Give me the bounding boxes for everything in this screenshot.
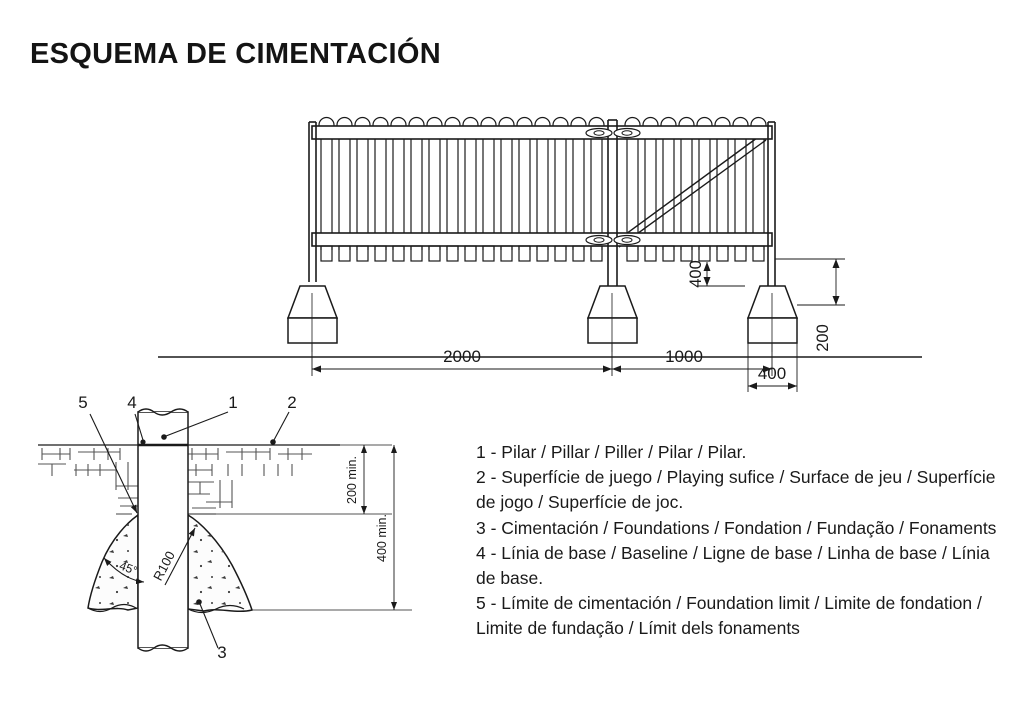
callout-3: 3 [196, 599, 227, 662]
dimension-base-200: 200 [775, 258, 845, 352]
footing-center [586, 285, 639, 352]
dimension-footing-width-400: 400 [747, 343, 798, 392]
dimension-span-1000: 1000 [612, 343, 773, 376]
break-line-bottom [87, 603, 245, 614]
playing-surface-hatch [38, 444, 340, 515]
callout-label-1: 1 [228, 393, 237, 412]
bottom-rail [311, 232, 773, 247]
callout-5: 5 [78, 393, 138, 514]
callout-label-5: 5 [78, 393, 87, 412]
dimension-label-footing-width-400: 400 [758, 364, 786, 383]
legend-item-5: 5 - Límite de cimentación / Foundation l… [476, 593, 987, 639]
fence-foundation-elevation-diagram: 400 200 2000 1000 400 [158, 116, 922, 392]
dimension-label-surface-depth: 200 min. [345, 456, 359, 504]
dimension-label-depth-400: 400 [687, 260, 705, 288]
concrete-foundation-mass [87, 513, 253, 613]
dimension-label-span-1000: 1000 [665, 347, 703, 366]
callout-2: 2 [270, 393, 297, 445]
callout-label-2: 2 [287, 393, 296, 412]
footing-left [286, 285, 339, 352]
callout-label-3: 3 [217, 643, 226, 662]
callout-1: 1 [161, 393, 238, 440]
page-title: ESQUEMA DE CIMENTACIÓN [30, 38, 441, 70]
pickets-group [320, 130, 765, 250]
pillar [137, 408, 189, 652]
legend-item-2: 2 - Superfície de juego / Playing sufice… [476, 467, 1001, 513]
dimension-label-foundation-depth: 400 min. [375, 514, 389, 562]
dimension-label-base-200: 200 [814, 324, 832, 352]
hinge-top-left-icon [585, 127, 613, 139]
legend-item-4: 4 - Línia de base / Baseline / Ligne de … [476, 542, 995, 589]
angle-45-annotation: 45° [103, 557, 145, 585]
post-left [308, 121, 317, 282]
dimension-label-span-2000: 2000 [443, 347, 481, 366]
dimension-depth-400: 400 [687, 260, 745, 288]
callout-label-4: 4 [127, 393, 136, 412]
callout-4: 4 [127, 393, 146, 445]
dimension-span-2000: 2000 [311, 343, 613, 376]
hinge-top-right-icon [613, 127, 641, 139]
dimension-surface-depth: 200 min. [188, 444, 392, 515]
top-rail [311, 125, 773, 140]
legend-item-3: 3 - Cimentación / Foundations / Fondatio… [476, 517, 997, 538]
footing-right [746, 285, 799, 352]
hinge-bottom-left-icon [585, 234, 613, 246]
hinge-bottom-right-icon [613, 234, 641, 246]
diagonal-brace [610, 134, 767, 248]
legend-list: 1 - Pilar / Pillar / Piller / Pilar / Pi… [476, 440, 1006, 642]
picket-stubs-group [320, 245, 765, 262]
post-right [767, 121, 776, 288]
dimension-foundation-depth: 400 min. [252, 445, 412, 611]
pillar-foundation-detail-diagram: 45° R100 5 4 1 2 3 200 min. 400 min. [38, 393, 412, 662]
legend-item-1: 1 - Pilar / Pillar / Piller / Pilar / Pi… [476, 442, 747, 462]
dimension-label-angle-45: 45° [117, 559, 139, 578]
